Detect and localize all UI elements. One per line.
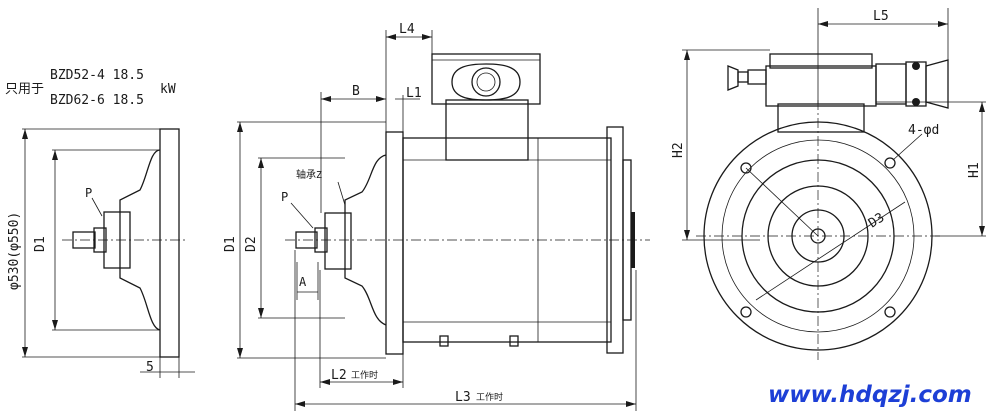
left-p-label: P xyxy=(85,186,92,200)
end-radius-line xyxy=(745,167,819,237)
left-dia-arrow-top xyxy=(22,129,28,139)
end-hole-bl xyxy=(740,306,752,318)
front-l4-arrow-left xyxy=(386,34,396,40)
front-d1-arrow-top xyxy=(237,122,243,132)
front-l3-label: L3 xyxy=(455,390,471,405)
note-line-1: BZD52-4 18.5 xyxy=(50,68,144,83)
terminal-gland xyxy=(471,67,501,97)
front-b-label: B xyxy=(352,84,360,99)
end-gland-bolt-top xyxy=(912,62,920,70)
end-h1-arrow-bottom xyxy=(979,226,985,236)
left-flange-plate xyxy=(159,128,180,358)
bearing-leader xyxy=(337,181,346,206)
applicability-note: 只用于 BZD52-4 18.5 BZD62-6 18.5 kW xyxy=(5,68,176,108)
front-p-leader xyxy=(290,202,314,229)
left-5-label: 5 xyxy=(146,360,154,375)
front-d2-arrow-bottom xyxy=(258,308,264,318)
front-p-label: P xyxy=(281,190,288,204)
front-view: 轴承Z P A B L1 L4 D1 xyxy=(223,22,650,411)
front-b-arrow-right xyxy=(376,96,386,102)
left-bell-housing xyxy=(119,149,161,331)
left-view: P D1 φ530(φ550) 5 xyxy=(7,128,195,378)
front-l2-label: L2 xyxy=(331,368,347,383)
end-box-neck xyxy=(777,103,865,133)
note-unit: kW xyxy=(160,82,176,97)
left-diameter-label: φ530(φ550) xyxy=(7,212,22,290)
end-hole-tl xyxy=(740,162,752,174)
end-l5-arrow-left xyxy=(818,21,828,27)
end-holes-label: 4-φd xyxy=(908,123,939,138)
end-holes-leader xyxy=(892,133,923,161)
terminal-gland-outline xyxy=(451,63,521,101)
front-l2-arrow-left xyxy=(320,379,330,385)
end-d3-line xyxy=(755,201,906,301)
front-b-arrow-left xyxy=(321,96,331,102)
end-h1-label: H1 xyxy=(967,162,982,178)
end-h2-arrow-bottom xyxy=(684,230,690,240)
left-d1-arrow-bottom xyxy=(52,320,58,330)
end-left-gland-nut xyxy=(737,71,749,83)
left-dia-arrow-bottom xyxy=(22,347,28,357)
front-l4-arrow-right xyxy=(422,34,432,40)
bearing-label: 轴承Z xyxy=(296,168,322,181)
end-d3-label: D3 xyxy=(866,210,887,231)
note-line-2: BZD62-6 18.5 xyxy=(50,93,144,108)
terminal-neck xyxy=(445,99,529,161)
front-l3-arrow-left xyxy=(295,401,305,407)
left-p-leader xyxy=(91,197,103,217)
site-watermark[interactable]: www.hdqzj.com xyxy=(768,382,972,408)
front-l2-note: 工作时 xyxy=(351,369,378,381)
end-view: D3 4-φd L5 H2 H1 xyxy=(671,8,986,360)
end-hole-br xyxy=(884,306,896,318)
end-right-cable xyxy=(925,59,949,109)
front-d2-label: D2 xyxy=(244,236,259,252)
end-h2-arrow-top xyxy=(684,50,690,60)
left-d1-label: D1 xyxy=(33,236,48,252)
front-foot-bolt-right xyxy=(509,335,519,347)
terminal-gland-inner xyxy=(476,72,496,92)
end-h2-label: H2 xyxy=(671,142,686,158)
front-l3-note: 工作时 xyxy=(476,391,503,403)
left-d1-arrow-top xyxy=(52,150,58,160)
end-right-gland xyxy=(875,63,907,105)
front-d1-label: D1 xyxy=(223,236,238,252)
terminal-box xyxy=(431,53,541,105)
front-l1-label: L1 xyxy=(406,86,422,101)
front-a-label: A xyxy=(299,275,307,289)
front-boss xyxy=(324,212,352,270)
end-l5-label: L5 xyxy=(873,9,889,24)
front-l4-label: L4 xyxy=(399,22,415,37)
front-d2-arrow-top xyxy=(258,158,264,168)
note-prefix: 只用于 xyxy=(5,82,44,97)
front-flange-plate xyxy=(385,131,404,355)
end-left-cable xyxy=(727,65,739,91)
end-box-body xyxy=(765,65,877,107)
front-bell-housing xyxy=(344,154,387,326)
end-l5-arrow-right xyxy=(938,21,948,27)
end-h1-arrow-top xyxy=(979,102,985,112)
front-l3-arrow-right xyxy=(626,401,636,407)
end-hole-tr xyxy=(884,157,896,169)
end-left-gland xyxy=(747,69,767,85)
front-d1-arrow-bottom xyxy=(237,348,243,358)
front-l2-arrow-right xyxy=(393,379,403,385)
front-foot-bolt-left xyxy=(439,335,449,347)
end-box-lid xyxy=(769,53,873,69)
